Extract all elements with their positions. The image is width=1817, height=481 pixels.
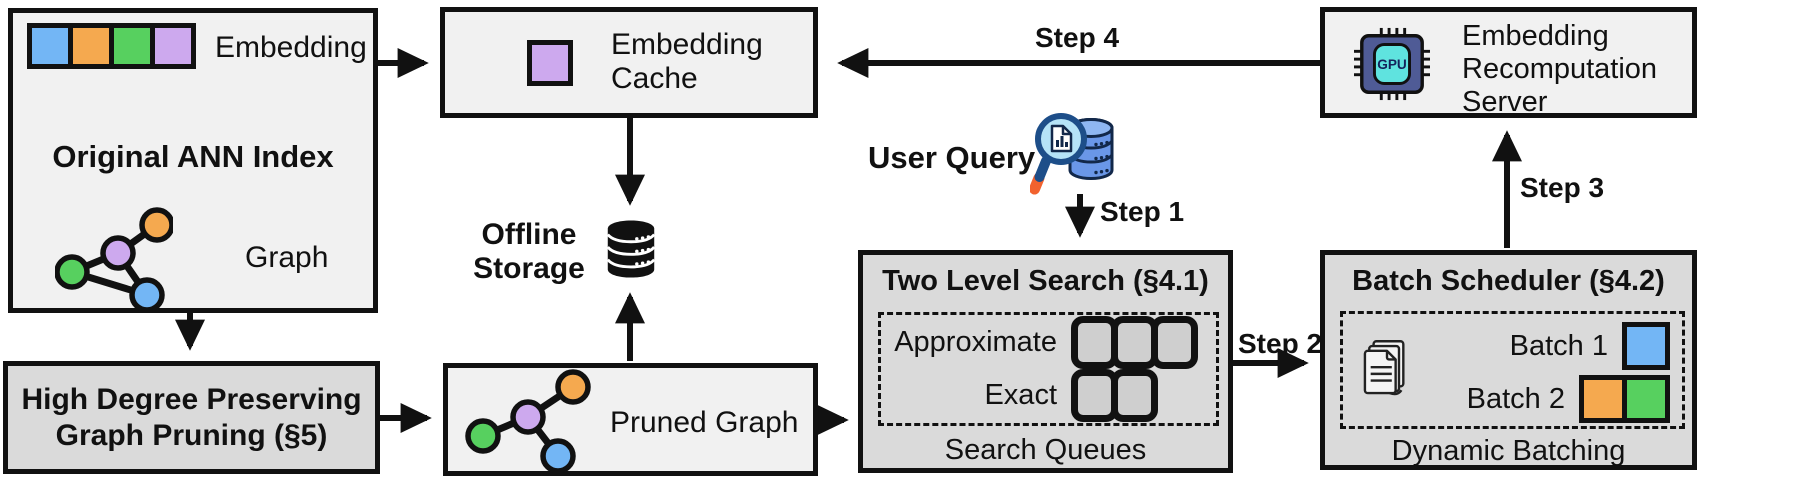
pruning-title-line2: Graph Pruning (§5)	[55, 419, 328, 452]
embedding-label: Embedding	[215, 31, 367, 64]
pruned-graph-box: Pruned Graph	[443, 363, 818, 476]
graph-icon	[55, 207, 173, 311]
batch2-label: Batch 2	[1466, 382, 1565, 415]
queue-slot	[1151, 316, 1198, 369]
batch2-row: Batch 2	[1448, 374, 1670, 424]
graph-label: Graph	[245, 241, 329, 274]
approximate-queue-row: Approximate	[881, 316, 1216, 369]
batch1-label: Batch 1	[1509, 329, 1608, 362]
embedding-cell-purple	[155, 28, 191, 64]
embedding-cache-box: Embedding Cache	[440, 7, 818, 118]
batch-scheduler-title: Batch Scheduler (§4.2)	[1352, 265, 1665, 297]
embedding-cell-blue	[32, 28, 68, 64]
batch1-chips	[1622, 322, 1670, 370]
two-level-search-box: Two Level Search (§4.1) Approximate Exac…	[858, 250, 1233, 473]
search-queues-panel: Approximate Exact	[878, 312, 1219, 426]
original-ann-index-box: Embedding Original ANN Index Graph	[8, 8, 378, 313]
embedding-cache-label: Embedding Cache	[611, 28, 763, 95]
query-documents-icon	[1363, 340, 1405, 396]
ann-index-title: Original ANN Index	[52, 139, 334, 174]
cached-embedding-icon	[527, 40, 573, 86]
queue-slot	[1111, 369, 1158, 422]
batch2-chip-orange	[1584, 380, 1622, 418]
dynamic-batching-panel: Batch 1 Batch 2	[1340, 311, 1685, 429]
exact-queue-row: Exact	[881, 369, 1216, 422]
offline-storage-label: Offline Storage	[473, 218, 585, 285]
batch1-chip-blue	[1627, 327, 1665, 365]
batch1-row: Batch 1	[1448, 321, 1670, 371]
embedding-vector-icon	[27, 23, 196, 69]
approximate-queue-slots	[1071, 316, 1198, 369]
recomputation-server-box: GPU Embedding Recomputation Server	[1320, 7, 1697, 118]
step4-label: Step 4	[1035, 22, 1120, 53]
two-level-search-title: Two Level Search (§4.1)	[882, 265, 1209, 297]
pruned-graph-label: Pruned Graph	[610, 406, 799, 439]
recomputation-server-label: Embedding Recomputation Server	[1462, 20, 1658, 118]
queue-slot	[1111, 316, 1158, 369]
batch2-chips	[1579, 375, 1670, 423]
exact-label: Exact	[984, 379, 1057, 411]
gpu-chip-icon: GPU	[1354, 27, 1430, 101]
step3-label: Step 3	[1520, 172, 1605, 203]
offline-storage-database-icon	[606, 220, 656, 278]
embedding-cell-green	[114, 28, 150, 64]
embedding-cell-orange	[73, 28, 109, 64]
approximate-label: Approximate	[894, 326, 1057, 358]
search-queues-label: Search Queues	[944, 434, 1147, 466]
user-query-icon	[1030, 113, 1114, 195]
user-query-label: User Query	[868, 140, 1036, 175]
graph-pruning-box: High Degree Preserving Graph Pruning (§5…	[3, 361, 380, 474]
step1-label: Step 1	[1100, 196, 1185, 227]
pruning-title-line1: High Degree Preserving	[21, 383, 362, 416]
gpu-chip-label: GPU	[1377, 57, 1407, 72]
pruned-graph-icon	[465, 369, 591, 473]
dynamic-batching-label: Dynamic Batching	[1391, 435, 1626, 467]
exact-queue-slots	[1071, 369, 1158, 422]
step2-label: Step 2	[1238, 328, 1323, 359]
batch2-chip-green	[1627, 380, 1665, 418]
batch-scheduler-box: Batch Scheduler (§4.2) Batch 1	[1320, 250, 1697, 470]
